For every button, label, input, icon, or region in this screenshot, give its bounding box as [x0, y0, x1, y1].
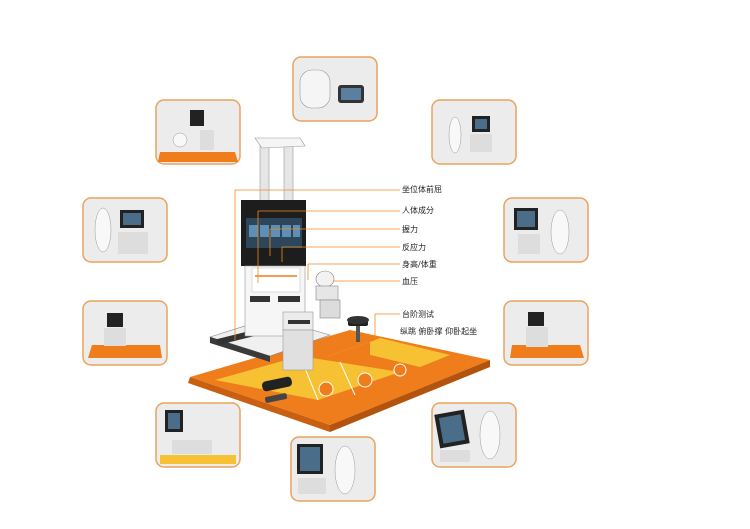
- thumbnail-bottom-left: [155, 402, 241, 468]
- thumbnail-bottom-center: [290, 436, 376, 502]
- thumbnail-top-right: [431, 99, 517, 165]
- label-reaction: 反应力: [402, 243, 426, 252]
- thumbnail-right-upper: [503, 197, 589, 263]
- label-height-weight: 身高/体重: [402, 260, 437, 269]
- thumbnail-top-hand-device: [292, 56, 378, 122]
- thumbnail-right-middle: [503, 300, 589, 366]
- blood-pressure-unit: [315, 270, 341, 319]
- thumbnail-top-left: [155, 99, 241, 165]
- measurement-kiosk: [241, 137, 314, 371]
- pushup-roller: [262, 376, 292, 403]
- label-sit-reach: 坐位体前屈: [402, 185, 442, 194]
- thumbnail-left-middle: [82, 300, 168, 366]
- label-step-test: 台阶测试: [402, 310, 434, 319]
- label-body-composition: 人体成分: [402, 206, 434, 215]
- thumbnail-bottom-right: [431, 402, 517, 468]
- leader-lines: [234, 189, 400, 357]
- floor-mat: [188, 330, 490, 432]
- label-grip: 握力: [402, 225, 418, 234]
- label-blood-pressure: 血压: [402, 277, 418, 286]
- label-jump-pushup-situp: 纵跳 俯卧撑 仰卧起坐: [400, 327, 478, 336]
- step-stool: [346, 316, 370, 363]
- thumbnail-left-upper: [82, 197, 168, 263]
